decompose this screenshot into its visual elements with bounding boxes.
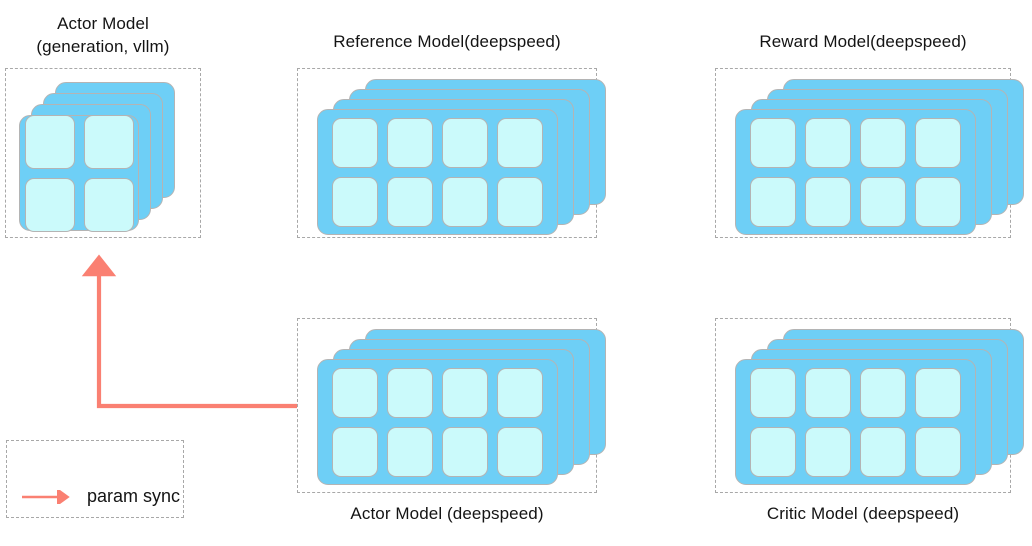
compute-chip [24, 114, 75, 169]
compute-chip [860, 117, 906, 168]
compute-chip [332, 367, 378, 418]
compute-chip [750, 176, 796, 227]
compute-chip [332, 117, 378, 168]
card-stack-actor-vllm [5, 68, 201, 238]
group-title-reference: Reference Model(deepspeed) [333, 32, 561, 51]
compute-chip [497, 367, 543, 418]
legend-entry-param-sync: param sync [21, 486, 180, 507]
compute-chip [83, 114, 134, 169]
compute-chip [332, 426, 378, 477]
compute-chip [750, 117, 796, 168]
compute-chip [915, 426, 961, 477]
card-stack-reward [715, 68, 1024, 238]
compute-chip [387, 117, 433, 168]
legend-box: param sync [6, 440, 184, 518]
compute-chip [442, 176, 488, 227]
compute-chip [497, 426, 543, 477]
card-layer-1 [317, 109, 558, 235]
compute-chip [915, 176, 961, 227]
compute-chip [442, 426, 488, 477]
card-layer-1 [317, 359, 558, 485]
compute-chip [860, 176, 906, 227]
compute-chip [805, 176, 851, 227]
compute-chip [750, 426, 796, 477]
compute-chip [24, 177, 75, 232]
legend-label-param-sync: param sync [87, 486, 181, 506]
compute-chip [860, 367, 906, 418]
compute-chip [442, 367, 488, 418]
compute-chip [805, 426, 851, 477]
card-stack-reference [297, 68, 606, 238]
group-box-actor-vllm [5, 68, 201, 238]
compute-chip [915, 367, 961, 418]
card-layer-1 [19, 114, 139, 232]
compute-chip [83, 177, 134, 232]
group-title-critic: Critic Model (deepspeed) [766, 504, 960, 523]
compute-chip [805, 117, 851, 168]
compute-chip [915, 117, 961, 168]
compute-chip [332, 176, 378, 227]
compute-chip [805, 367, 851, 418]
compute-chip [387, 367, 433, 418]
compute-chip [860, 426, 906, 477]
group-title-reward: Reward Model(deepspeed) [759, 32, 967, 51]
card-stack-critic [715, 318, 1024, 493]
group-title-actor-deepspeed: Actor Model (deepspeed) [350, 504, 544, 523]
card-stack-actor-deepspeed [297, 318, 606, 493]
compute-chip [387, 176, 433, 227]
arrow-right-icon [22, 489, 70, 504]
compute-chip [442, 117, 488, 168]
card-layer-1 [735, 359, 976, 485]
compute-chip [497, 176, 543, 227]
compute-chip [750, 367, 796, 418]
card-layer-1 [735, 109, 976, 235]
compute-chip [497, 117, 543, 168]
compute-chip [387, 426, 433, 477]
group-title-actor-vllm: Actor Model (generation, vllm) [36, 14, 170, 56]
